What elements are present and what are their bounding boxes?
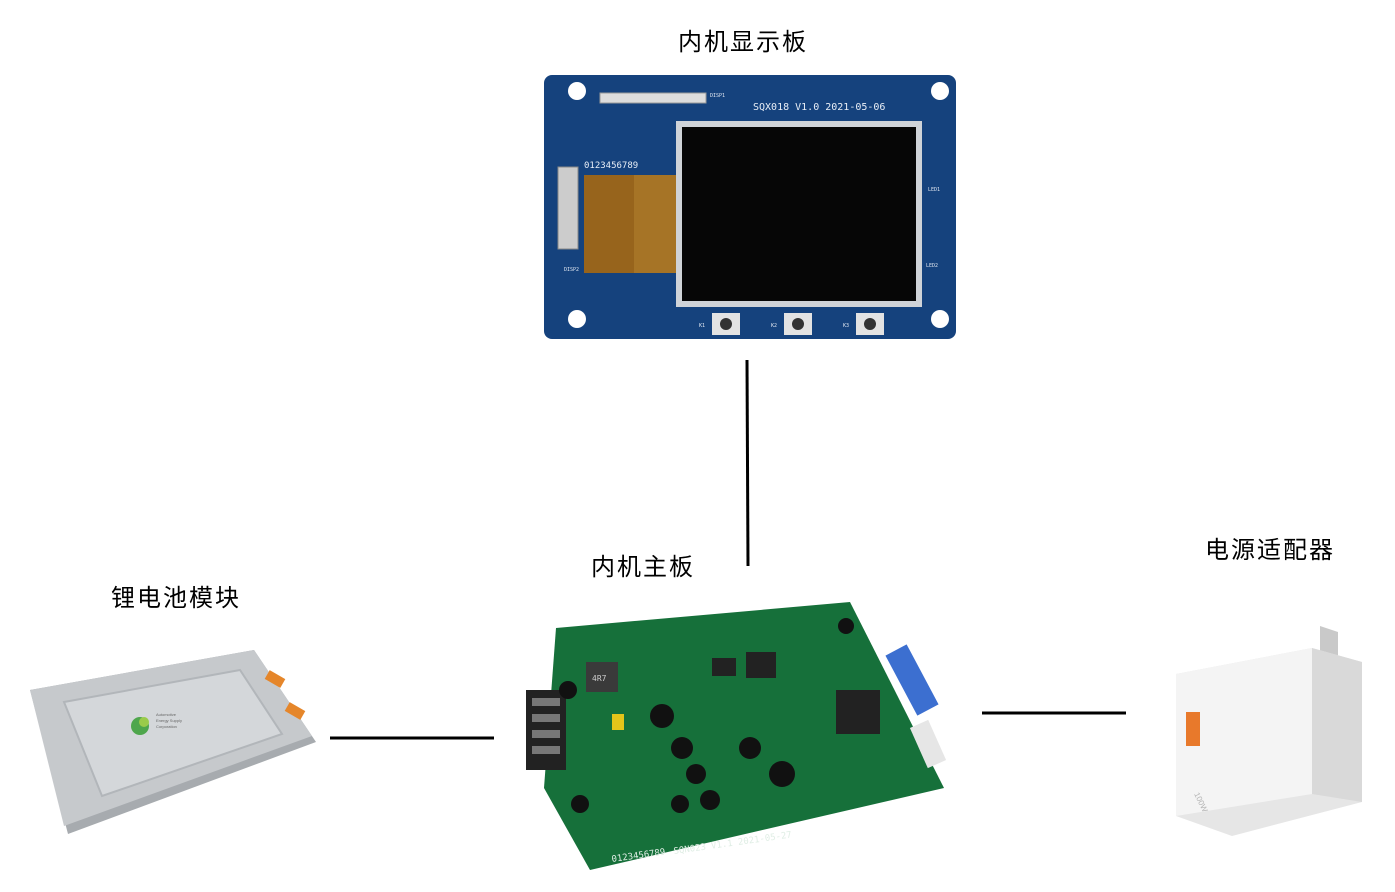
power-adapter-label: 电源适配器 [1205, 536, 1335, 564]
display-board-label: 内机显示板 [678, 28, 808, 56]
display-board-image: DISP1 SQX018 V1.0 2021-05-06 0123456789 … [544, 75, 956, 339]
display-led-2-label: LED2 [926, 263, 938, 269]
display-connector-1-label: DISP1 [710, 93, 725, 99]
main-board-label: 内机主板 [591, 553, 695, 581]
battery-brand-line-2: Energy Supply [156, 718, 182, 723]
display-led-1-label: LED1 [928, 187, 940, 193]
display-board-silkscreen: SQX018 V1.0 2021-05-06 [753, 102, 885, 113]
battery-module-image: Automotive Energy Supply Corporation [24, 646, 320, 836]
inductor-label: 4R7 [592, 674, 607, 683]
main-board-image: 4R7 0123456789 SQN023 V1.1 2021-05-27 [520, 598, 952, 874]
power-adapter-image: 100W [1172, 622, 1374, 844]
display-connector-2-label: DISP2 [564, 267, 579, 273]
display-keys: K1 K2 K3 [699, 313, 884, 335]
display-key-1-label: K1 [699, 323, 705, 329]
battery-brand-line-3: Corporation [156, 724, 177, 729]
display-key-2-label: K2 [771, 323, 777, 329]
display-digits-silkscreen: 0123456789 [584, 161, 638, 171]
edge-display-mainboard [745, 359, 750, 567]
battery-module-label: 锂电池模块 [111, 584, 241, 612]
battery-brand-line-1: Automotive [156, 712, 177, 717]
display-key-3-label: K3 [843, 323, 849, 329]
